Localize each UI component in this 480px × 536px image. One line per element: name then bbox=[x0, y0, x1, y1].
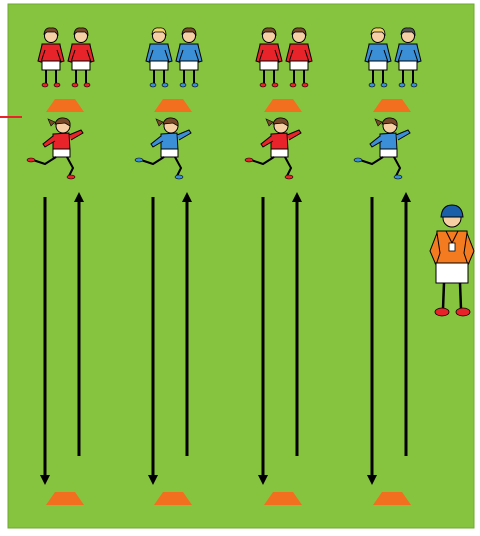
whistle-icon bbox=[449, 243, 455, 251]
